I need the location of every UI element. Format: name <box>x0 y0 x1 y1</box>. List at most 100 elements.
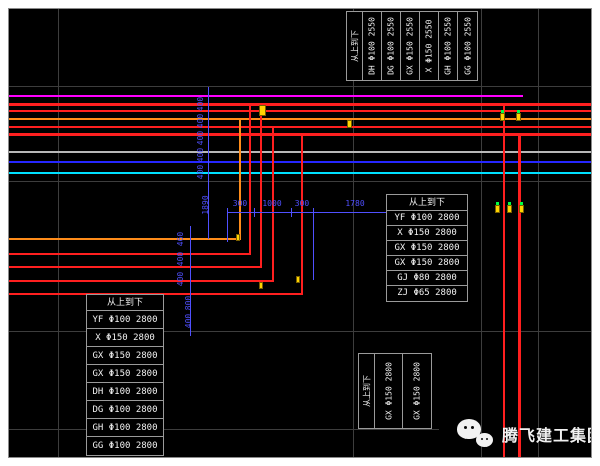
grid-line <box>9 331 591 332</box>
table-row: DG Φ100 2550 <box>382 12 401 80</box>
valve-marker <box>347 120 352 128</box>
table-row: X Φ150 2800 <box>387 226 467 241</box>
pipe-vertical-red-1 <box>249 103 251 255</box>
dim-label: 300 <box>232 199 248 208</box>
wechat-bubble-large <box>457 419 481 439</box>
valve-marker <box>519 202 524 213</box>
fitting-marker <box>296 276 300 283</box>
table-cell-label: GX Φ150 2550 <box>405 17 415 75</box>
table-row: DG Φ100 2800 <box>87 401 163 419</box>
pipe-horizontal-red-3 <box>9 126 591 128</box>
table-cell-label: GX Φ150 2800 <box>92 369 158 379</box>
table-row: GG Φ100 2550 <box>458 12 477 80</box>
cad-drawing-area: 300 1000 300 1780 400 400 400 400 400 18… <box>8 8 592 458</box>
table-cell-label: GX Φ150 2800 <box>92 351 158 361</box>
table-row: GX Φ150 2800 <box>387 256 467 271</box>
table-cell-label: GG Φ100 2800 <box>92 441 158 451</box>
table-cell-label: GX Φ150 2800 <box>412 362 422 420</box>
pipe-vertical-orange <box>239 118 241 240</box>
dim-label: 1780 <box>345 199 365 208</box>
dim-label: 400 <box>196 130 205 146</box>
wechat-icon <box>457 419 493 449</box>
legend-header-label: 从上到下 <box>106 298 143 308</box>
grid-line <box>353 9 354 457</box>
dimension-tick <box>291 208 292 217</box>
grid-line <box>9 429 439 430</box>
pipe-elbow-red-2 <box>9 266 262 268</box>
grid-line <box>481 9 482 457</box>
pipe-vertical-red-2 <box>260 110 262 268</box>
table-cell-label: GX Φ150 2800 <box>394 258 460 268</box>
table-row: GX Φ150 2800 <box>387 241 467 256</box>
dim-label: 400 <box>196 147 205 163</box>
legend-header-label: 从上到下 <box>408 198 445 208</box>
pipe-vertical-red-3 <box>272 126 274 282</box>
table-cell-label: GJ Φ80 2800 <box>397 273 457 283</box>
table-cell-label: DH Φ100 2800 <box>92 387 158 397</box>
table-row: ZJ Φ65 2800 <box>387 286 467 301</box>
table-row: X Φ150 2800 <box>87 329 163 347</box>
table-row: YF Φ100 2800 <box>87 311 163 329</box>
legend-columns: GX Φ150 2800 GX Φ150 2800 <box>375 354 431 428</box>
pipe-horizontal-gray <box>9 151 591 153</box>
dimension-extension-line <box>227 212 228 242</box>
pipe-horizontal-red-1 <box>9 103 591 106</box>
table-cell-label: YF Φ100 2800 <box>92 315 158 325</box>
legend-columns: DH Φ100 2550 DG Φ100 2550 GX Φ150 2550 X Φ1… <box>363 12 477 80</box>
pipe-horizontal-cyan <box>9 172 591 174</box>
watermark-text: 腾飞建工集团 <box>502 426 591 445</box>
dim-label: 460 <box>176 231 185 247</box>
legend-header-cell: 从上到下 <box>347 12 363 80</box>
pipe-elbow-orange <box>9 238 241 240</box>
pipe-horizontal-red-4 <box>9 133 591 136</box>
valve-marker <box>495 202 500 213</box>
dim-label: 400 <box>176 271 185 287</box>
table-cell-label: X Φ150 2550 <box>424 19 434 73</box>
legend-header-cell: 从上到下 <box>87 295 163 311</box>
dimension-tick <box>254 208 255 217</box>
pipe-horizontal-orange <box>9 118 591 120</box>
table-cell-label: X Φ150 2800 <box>95 333 155 343</box>
table-cell-label: DG Φ100 2550 <box>386 17 396 75</box>
dim-label: 800 <box>184 295 193 311</box>
legend-rows: YF Φ100 2800 X Φ150 2800 GX Φ150 2800 GX Φ1… <box>87 311 163 455</box>
legend-header-label: 从上到下 <box>350 30 359 62</box>
pipe-riser-red-right-1 <box>503 103 505 457</box>
table-cell-label: GX Φ150 2800 <box>394 243 460 253</box>
valve-marker <box>500 110 505 121</box>
grid-line <box>58 9 59 457</box>
table-row: DH Φ100 2800 <box>87 383 163 401</box>
pipe-legend-table-top-right: 从上到下 DH Φ100 2550 DG Φ100 2550 GX Φ150 255… <box>346 11 478 81</box>
pipe-vertical-red-4 <box>301 133 303 295</box>
wechat-bubble-small <box>476 433 493 447</box>
legend-header-cell: 从上到下 <box>359 354 375 428</box>
dim-label: 400 <box>196 113 205 129</box>
table-row: GH Φ100 2800 <box>87 419 163 437</box>
grid-line <box>538 9 539 457</box>
valve-marker <box>259 105 266 116</box>
pipe-horizontal-magenta <box>9 95 523 97</box>
table-cell-label: DH Φ100 2550 <box>367 17 377 75</box>
table-row: GX Φ150 2800 <box>87 347 163 365</box>
grid-line <box>9 86 591 87</box>
pipe-elbow-red-1 <box>9 253 251 255</box>
dim-label: 1890 <box>201 195 210 215</box>
table-row: GX Φ150 2800 <box>375 354 403 428</box>
valve-marker <box>507 202 512 213</box>
dim-label: 400 <box>176 251 185 267</box>
watermark: 腾飞建工集团 <box>457 419 591 449</box>
table-row: GH Φ100 2550 <box>439 12 458 80</box>
table-cell-label: GX Φ150 2800 <box>384 362 393 420</box>
table-cell-label: GH Φ100 2800 <box>92 423 158 433</box>
dim-label: 400 <box>184 313 193 329</box>
table-cell-label: ZJ Φ65 2800 <box>397 288 457 298</box>
dim-label: 400 <box>196 164 205 180</box>
pipe-legend-table-bottom-left: 从上到下 YF Φ100 2800 X Φ150 2800 GX Φ150 2800… <box>86 294 164 456</box>
pipe-horizontal-blue <box>9 161 591 163</box>
table-row: GG Φ100 2800 <box>87 437 163 455</box>
table-cell-label: X Φ150 2800 <box>397 228 457 238</box>
dim-label: 300 <box>294 199 310 208</box>
